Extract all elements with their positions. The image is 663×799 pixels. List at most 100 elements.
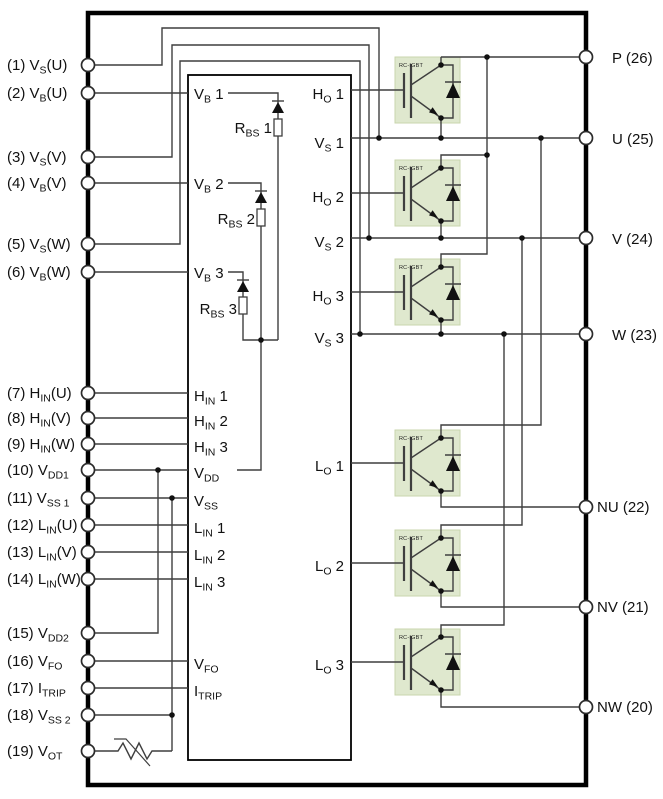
igbt-leads xyxy=(410,266,461,321)
igbt-ls-u xyxy=(402,435,461,494)
bootstrap-components xyxy=(237,100,284,315)
pin-3-terminal xyxy=(80,149,96,165)
freewheel-diode-icon xyxy=(446,456,460,471)
left-pin-label-13: (13) LIN(V) xyxy=(7,544,77,564)
freewheel-diode-icon xyxy=(446,83,460,98)
igbt-chip-boxes xyxy=(394,56,461,696)
igbt-box-ls-u xyxy=(394,429,461,497)
ic-label-lo3: LO 3 xyxy=(315,657,344,677)
pin-5-terminal xyxy=(80,236,96,252)
ic-label-rbs2: RBS 2 xyxy=(218,211,255,231)
wire-gate-leads xyxy=(351,89,404,663)
ic-label-ho2: HO 2 xyxy=(312,189,344,209)
ic-right-labels: HO 1 VS 1 HO 2 VS 2 HO 3 VS 3 LO 1 LO 2 … xyxy=(312,86,344,677)
ic-label-vfo: VFO xyxy=(194,656,219,676)
pin-8-terminal xyxy=(80,410,96,426)
freewheel-diode-icon xyxy=(446,556,460,571)
emitter-arrow-icon xyxy=(429,580,438,588)
ic-label-vdd: VDD xyxy=(194,465,220,485)
ic-label-lo1: LO 1 xyxy=(315,458,344,478)
wire-p-bus xyxy=(440,56,586,267)
right-pin-label-u25: U (25) xyxy=(612,131,654,148)
junction-dot xyxy=(438,235,444,241)
left-pin-label-5: (5) VS(W) xyxy=(7,236,71,256)
thermistor-strike xyxy=(114,738,151,767)
pin-6-terminal xyxy=(80,264,96,280)
pin-26-terminal xyxy=(578,49,594,65)
ic-label-lin2: LIN 2 xyxy=(194,547,225,567)
pin-12-terminal xyxy=(80,517,96,533)
junction-dot xyxy=(438,535,444,541)
ic-label-vs3: VS 3 xyxy=(314,330,344,350)
left-pin-label-14: (14) LIN(W) xyxy=(7,571,81,591)
resistor-rbs2 xyxy=(256,208,266,227)
pin-19-terminal xyxy=(80,743,96,759)
right-pin-label-nw20: NW (20) xyxy=(597,699,653,716)
left-pin-label-17: (17) ITRIP xyxy=(7,680,66,700)
left-pin-label-9: (9) HIN(W) xyxy=(7,436,75,456)
igbt-badge-label: RC-IGBT xyxy=(399,265,423,271)
left-pin-label-7: (7) HIN(U) xyxy=(7,385,72,405)
pin-13-terminal xyxy=(80,544,96,560)
igbt-hs-v xyxy=(402,165,461,224)
igbt-ls-w xyxy=(402,634,461,693)
junction-dot xyxy=(357,331,363,337)
emitter-arrow-icon xyxy=(429,480,438,488)
igbt-ls-v xyxy=(402,535,461,594)
ic-label-lin1: LIN 1 xyxy=(194,520,225,540)
pin-4-terminal xyxy=(80,175,96,191)
junction-dot xyxy=(155,467,161,473)
ic-label-vs2: VS 2 xyxy=(314,234,344,254)
junction-dot xyxy=(438,488,444,494)
ic-label-vss: VSS xyxy=(194,493,218,513)
ic-label-vb2: VB 2 xyxy=(194,176,224,196)
pin-21-terminal xyxy=(578,599,594,615)
junction-dot xyxy=(438,435,444,441)
pin-15-terminal xyxy=(80,625,96,641)
pin-1-terminal xyxy=(80,57,96,73)
junction-dot xyxy=(438,165,444,171)
igbt-leads xyxy=(410,167,461,222)
igbt-leads xyxy=(410,636,461,691)
ic-label-hin1: HIN 1 xyxy=(194,388,228,408)
ic-label-ho3: HO 3 xyxy=(312,288,344,308)
pin-20-terminal xyxy=(578,699,594,715)
left-pin-label-15: (15) VDD2 xyxy=(7,625,69,645)
pin-9-terminal xyxy=(80,436,96,452)
igbt-badges: RC-IGBT RC-IGBT RC-IGBT RC-IGBT RC-IGBT … xyxy=(399,63,423,641)
junction-dot xyxy=(366,235,372,241)
right-pin-label-nu22: NU (22) xyxy=(597,499,650,516)
junction-dot xyxy=(438,331,444,337)
wire-lowside-collectors xyxy=(440,138,542,637)
left-pin-label-6: (6) VB(W) xyxy=(7,264,71,284)
left-pin-labels: (1) VS(U) (2) VB(U) (3) VS(V) (4) VB(V) … xyxy=(7,57,81,763)
left-pin-label-10: (10) VDD1 xyxy=(7,462,69,482)
junction-dot xyxy=(438,634,444,640)
junction-dot xyxy=(376,135,382,141)
ic-label-vs1: VS 1 xyxy=(314,135,344,155)
wiring xyxy=(88,27,586,767)
junction-dot xyxy=(519,235,525,241)
junction-dots xyxy=(155,54,544,718)
right-pin-label-p26: P (26) xyxy=(612,50,653,67)
ic-label-itrip: ITRIP xyxy=(194,683,222,703)
ic-label-vb3: VB 3 xyxy=(194,265,224,285)
pin-7-terminal xyxy=(80,385,96,401)
pin-18-terminal xyxy=(80,707,96,723)
wire-vs-sense-lines xyxy=(88,27,380,334)
pin-2-terminal xyxy=(80,85,96,101)
ic-left-labels: VB 1 VB 2 VB 3 HIN 1 HIN 2 HIN 3 VDD VSS… xyxy=(194,86,228,703)
right-pin-labels: P (26) U (25) V (24) W (23) NU (22) NV (… xyxy=(597,50,657,716)
igbt-hs-u xyxy=(402,62,461,121)
igbt-badge-label: RC-IGBT xyxy=(399,436,423,442)
wire-thermistor-row xyxy=(88,741,172,761)
ic-label-hin2: HIN 2 xyxy=(194,413,228,433)
left-pin-label-16: (16) VFO xyxy=(7,653,62,673)
igbt-badge-label: RC-IGBT xyxy=(399,63,423,69)
pin-11-terminal xyxy=(80,490,96,506)
pin-25-terminal xyxy=(578,130,594,146)
junction-dot xyxy=(438,115,444,121)
igbt-leads xyxy=(410,64,461,119)
ic-label-rbs3: RBS 3 xyxy=(200,301,237,321)
